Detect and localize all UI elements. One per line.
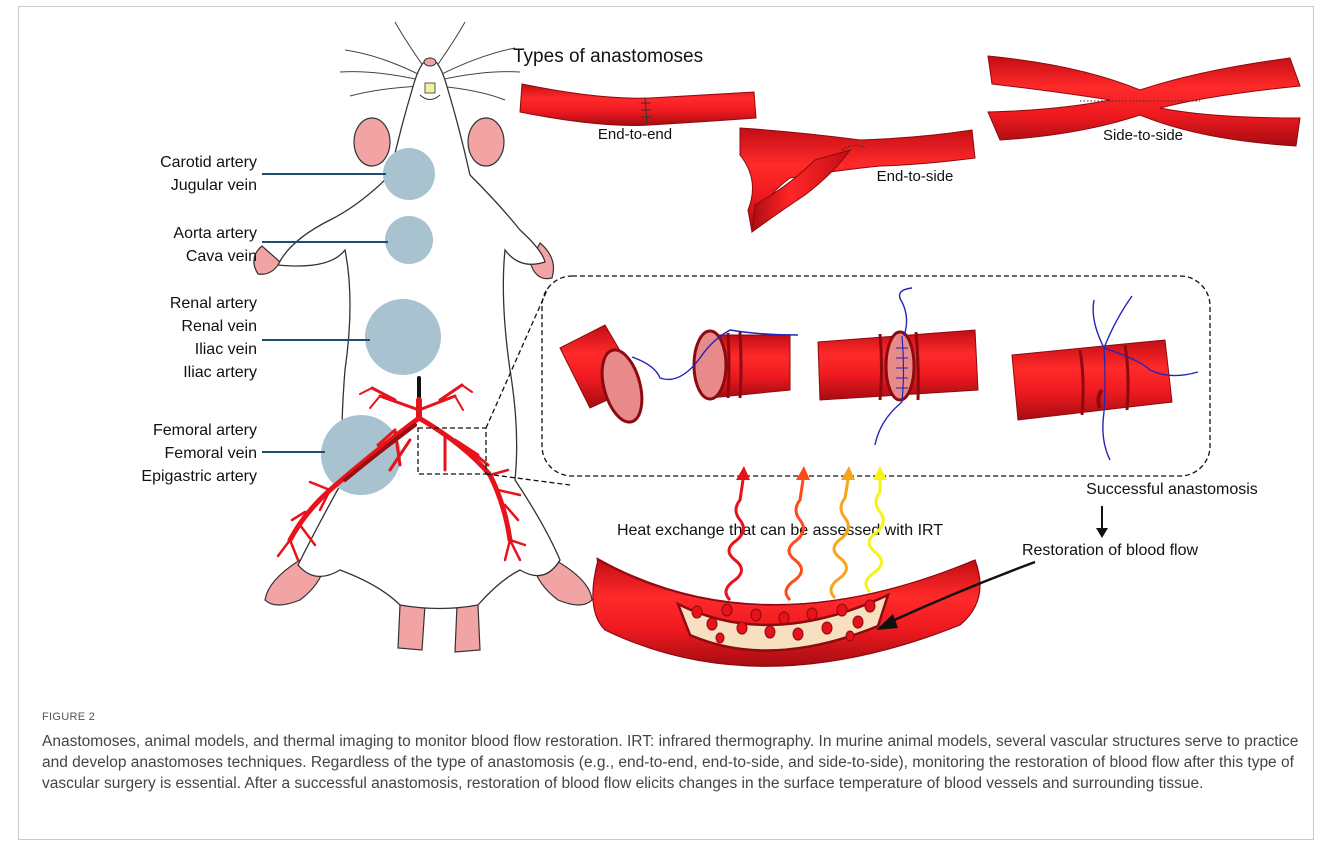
end-to-end-label: End-to-end xyxy=(598,126,672,143)
restoration-label: Restoration of blood flow xyxy=(1022,542,1199,559)
end-to-side-label: End-to-side xyxy=(877,168,954,185)
renal-marker xyxy=(365,299,441,375)
curved-vessel xyxy=(593,558,980,666)
side-to-side-diagram: Side-to-side xyxy=(988,56,1300,146)
end-to-end-diagram: End-to-end xyxy=(520,84,756,143)
types-title: Types of anastomoses xyxy=(513,46,703,67)
anatomy-label: Femoral vein xyxy=(165,445,257,462)
figure-number: FIGURE 2 xyxy=(42,711,95,723)
carotid-marker xyxy=(383,148,435,200)
suture-step-1 xyxy=(560,325,798,426)
heat-exchange-label: Heat exchange that can be assessed with … xyxy=(617,522,943,539)
aorta-marker xyxy=(385,216,433,264)
teeth xyxy=(425,83,435,93)
femoral-marker xyxy=(321,415,401,495)
suture-step-3 xyxy=(1012,296,1198,460)
figure-illustration: Carotid artery Jugular vein Aorta artery… xyxy=(0,0,1333,700)
right-ear xyxy=(468,118,504,166)
tail-base xyxy=(455,605,480,652)
anatomy-label: Femoral artery xyxy=(153,422,257,439)
anatomy-label: Cava vein xyxy=(186,248,257,265)
anatomy-label: Carotid artery xyxy=(160,154,257,171)
anatomy-label: Iliac vein xyxy=(195,341,257,358)
anatomy-label: Epigastric artery xyxy=(141,468,257,485)
anatomy-label: Iliac artery xyxy=(183,364,257,381)
left-ear xyxy=(354,118,390,166)
anatomy-label: Renal vein xyxy=(181,318,257,335)
anatomy-label: Renal artery xyxy=(170,295,257,312)
nose xyxy=(424,58,436,66)
tail xyxy=(398,605,425,650)
side-to-side-label: Side-to-side xyxy=(1103,127,1183,144)
anatomy-label: Jugular vein xyxy=(171,177,257,194)
end-to-side-diagram: End-to-side xyxy=(740,128,975,232)
anatomy-label: Aorta artery xyxy=(173,225,257,242)
figure-caption: Anastomoses, animal models, and thermal … xyxy=(42,731,1304,794)
anatomy-labels: Carotid artery Jugular vein Aorta artery… xyxy=(141,154,257,485)
success-label: Successful anastomosis xyxy=(1086,481,1258,498)
suture-step-2 xyxy=(818,288,978,445)
left-front-paw xyxy=(254,246,280,274)
